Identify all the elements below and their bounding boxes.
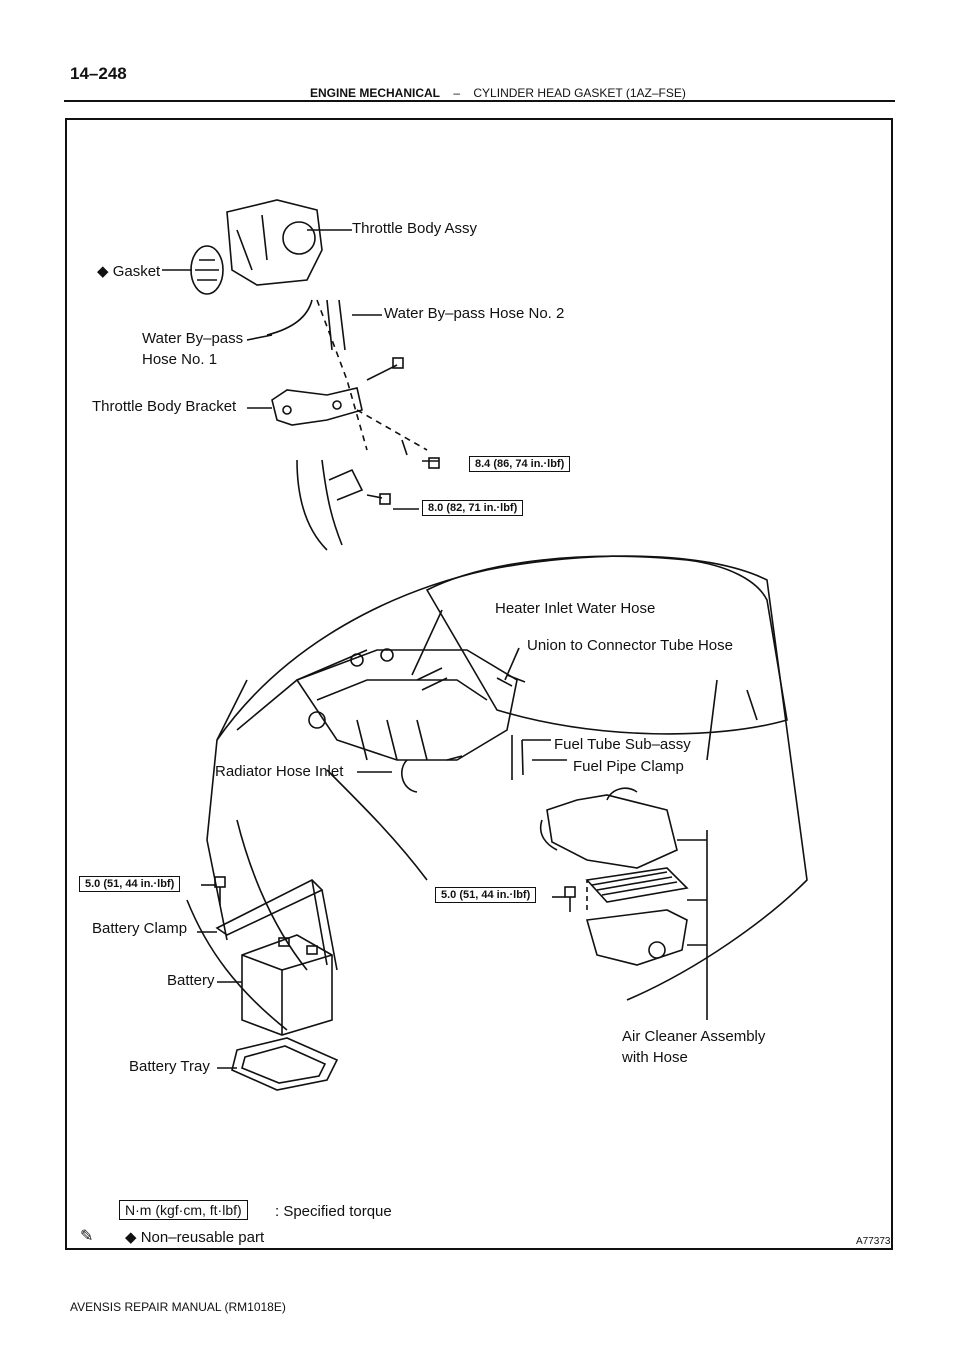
legend-nonreusable: ◆ Non–reusable part xyxy=(125,1228,264,1246)
legend-unit-box: N·m (kgf·cm, ft·lbf) xyxy=(119,1200,248,1220)
diagram-drawing xyxy=(162,199,808,1091)
label-battery-tray: Battery Tray xyxy=(129,1058,210,1075)
section-title: CYLINDER HEAD GASKET (1AZ–FSE) xyxy=(473,86,686,100)
label-battery-clamp: Battery Clamp xyxy=(92,920,188,937)
label-water-bypass-hose-1-line1: Water By–pass xyxy=(142,330,244,347)
label-union-connector-tube-hose: Union to Connector Tube Hose xyxy=(527,637,733,654)
section-separator: – xyxy=(453,86,461,100)
note-pencil-icon: ✎ xyxy=(80,1228,94,1245)
label-air-cleaner-line1: Air Cleaner Assembly xyxy=(622,1028,766,1045)
label-gasket-text: Gasket xyxy=(112,263,161,280)
nonreusable-diamond-icon: ◆ xyxy=(97,263,113,280)
label-heater-inlet-water-hose: Heater Inlet Water Hose xyxy=(495,600,656,617)
nonreusable-legend-diamond-icon: ◆ xyxy=(125,1229,141,1246)
section-bold: ENGINE MECHANICAL xyxy=(310,86,441,100)
label-radiator-hose-inlet: Radiator Hose Inlet xyxy=(215,763,344,780)
label-fuel-pipe-clamp: Fuel Pipe Clamp xyxy=(573,758,684,775)
page-number: 14–248 xyxy=(70,64,127,83)
label-water-bypass-hose-1-line2: Hose No. 1 xyxy=(142,351,218,368)
label-battery: Battery xyxy=(167,972,215,989)
label-gasket: ◆ Gasket xyxy=(97,262,160,280)
header-rule xyxy=(64,100,895,102)
legend-nonreusable-text: Non–reusable part xyxy=(140,1229,265,1246)
torque-spec-1: 8.4 (86, 74 in.·lbf) xyxy=(469,456,571,472)
torque-spec-2: 8.0 (82, 71 in.·lbf) xyxy=(422,500,524,516)
exploded-diagram: Throttle Body Assy ◆ Gasket Water By–pas… xyxy=(65,118,893,1250)
torque-spec-3: 5.0 (51, 44 in.·lbf) xyxy=(79,876,181,892)
legend-unit-text: : Specified torque xyxy=(275,1203,392,1220)
label-air-cleaner-line2: with Hose xyxy=(622,1049,688,1066)
label-water-bypass-hose-2: Water By–pass Hose No. 2 xyxy=(384,305,565,322)
torque-spec-4: 5.0 (51, 44 in.·lbf) xyxy=(435,887,537,903)
label-throttle-body-bracket: Throttle Body Bracket xyxy=(92,398,237,415)
section-header: ENGINE MECHANICAL – CYLINDER HEAD GASKET… xyxy=(310,86,686,100)
figure-id: A77373 xyxy=(856,1236,891,1247)
label-throttle-body-assy: Throttle Body Assy xyxy=(352,220,478,237)
label-fuel-tube-subassy: Fuel Tube Sub–assy xyxy=(554,736,691,753)
footer: AVENSIS REPAIR MANUAL (RM1018E) xyxy=(70,1300,286,1314)
